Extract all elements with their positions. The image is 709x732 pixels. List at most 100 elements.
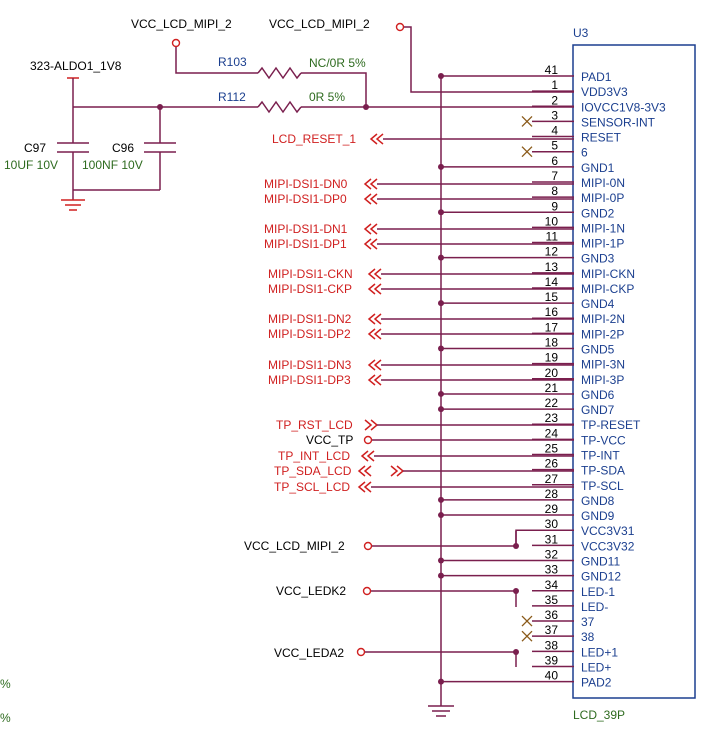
- net-label-dp3: MIPI-DSI1-DP3: [268, 373, 351, 387]
- pin-number: 32: [545, 547, 559, 561]
- pin-number: 9: [551, 199, 558, 213]
- junction-dot: [513, 543, 519, 549]
- c97-capacitor: [57, 142, 89, 190]
- pin-name: TP-RESET: [581, 418, 641, 432]
- net-label-dn3: MIPI-DSI1-DN3: [268, 358, 352, 372]
- pin-number: 1: [551, 78, 558, 92]
- pin-number: 14: [545, 275, 559, 289]
- gnd-symbol-caps: [61, 199, 85, 211]
- chevron-left-icon: [367, 374, 382, 386]
- power-port-circle: [171, 38, 181, 48]
- chevron-left-icon: [367, 359, 382, 371]
- r103-right-wire: [301, 72, 367, 107]
- net-label-dn1: MIPI-DSI1-DN1: [264, 222, 348, 236]
- vcc3v3-tie-wire: [515, 529, 532, 546]
- chevron-right-icon: [364, 419, 379, 431]
- r103-refdes: R103: [218, 55, 247, 69]
- net-label-ckn: MIPI-DSI1-CKN: [268, 267, 353, 281]
- r112-refdes: R112: [218, 90, 246, 104]
- edge-mark: %: [0, 677, 11, 691]
- chevron-left-icon: [369, 133, 384, 145]
- pin-number: 18: [545, 336, 559, 350]
- pin-number: 6: [551, 154, 558, 168]
- pin-name: MIPI-3P: [581, 373, 624, 387]
- pin-number: 30: [545, 517, 559, 531]
- pin-number: 16: [545, 305, 559, 319]
- pin-name: GND12: [581, 570, 621, 584]
- pin-number: 20: [545, 366, 559, 380]
- junction-dot: [513, 649, 519, 655]
- pin-name: TP-INT: [581, 449, 620, 463]
- c96-capacitor: [144, 107, 176, 190]
- pin-name: PAD2: [581, 676, 612, 690]
- pin-name: PAD1: [581, 70, 612, 84]
- pin-name: IOVCC1V8-3V3: [581, 100, 666, 114]
- pin-name: GND8: [581, 494, 615, 508]
- power-port-circle: [356, 647, 366, 657]
- pin-name: 37: [581, 615, 595, 629]
- pin-number: 26: [545, 457, 559, 471]
- pin-name: GND4: [581, 297, 615, 311]
- u3-refdes: U3: [573, 26, 589, 40]
- pin-name: GND5: [581, 343, 615, 357]
- pin-name: GND2: [581, 206, 615, 220]
- vdd3v3-feed-wire: [404, 26, 574, 93]
- pin-name: GND1: [581, 161, 615, 175]
- chevron-left-icon: [363, 238, 378, 250]
- r103-value: NC/0R 5%: [309, 56, 366, 70]
- r103-resistor: [257, 66, 302, 80]
- pin-number: 36: [545, 608, 559, 622]
- pin-number: 39: [545, 653, 559, 667]
- net-label-ckp: MIPI-DSI1-CKP: [268, 282, 352, 296]
- c97-value: 10UF 10V: [4, 158, 58, 172]
- power-port-circle: [395, 22, 405, 32]
- signal-wires: [356, 133, 574, 667]
- net-label-vcc-lcd-mipi-2-pin31: VCC_LCD_MIPI_2: [244, 539, 345, 553]
- no-connect-icon: [521, 615, 533, 627]
- chevron-left-icon: [367, 283, 382, 295]
- pin-number: 8: [551, 184, 558, 198]
- pin-number: 11: [546, 230, 559, 244]
- pin-number: 5: [551, 139, 558, 153]
- net-label-vcc-lcd-mipi-2-r103: VCC_LCD_MIPI_2: [131, 17, 232, 31]
- pin-number: 35: [545, 593, 559, 607]
- net-label-aldo1-1v8: 323-ALDO1_1V8: [30, 59, 122, 73]
- power-port-circle: [363, 541, 373, 551]
- pin-name: LED-: [581, 600, 608, 614]
- r103-left-wire: [175, 47, 258, 74]
- pin-number: 41: [545, 63, 559, 77]
- pin-number: 23: [545, 411, 559, 425]
- chevron-left-icon: [367, 313, 382, 325]
- net-label-vcc-tp: VCC_TP: [306, 433, 353, 447]
- net-label-vcc-ledk2: VCC_LEDK2: [276, 584, 346, 598]
- pin-name: VCC3V31: [581, 524, 635, 538]
- net-label-dp2: MIPI-DSI1-DP2: [268, 327, 351, 341]
- chevron-left-icon: [363, 193, 378, 205]
- junction-dot: [513, 588, 519, 594]
- pin-name: MIPI-0P: [581, 191, 624, 205]
- chevron-left-icon: [357, 465, 372, 477]
- net-label-dn2: MIPI-DSI1-DN2: [268, 312, 352, 326]
- chevron-left-icon: [363, 178, 378, 190]
- c96-value: 100NF 10V: [82, 158, 143, 172]
- pin-name: LED+: [581, 660, 611, 674]
- pin-name: GND7: [581, 403, 615, 417]
- pin-number: 31: [545, 532, 559, 546]
- junction-dot: [363, 104, 369, 110]
- pin-name: TP-VCC: [581, 433, 626, 447]
- pin-name: LED+1: [581, 645, 618, 659]
- pin-name: GND11: [581, 554, 620, 568]
- pin-name: MIPI-CKN: [581, 267, 635, 281]
- net-label-lcd-reset: LCD_RESET_1: [272, 132, 356, 146]
- pin-name: LED-1: [581, 585, 615, 599]
- r112-value: 0R 5%: [309, 90, 345, 104]
- pin-number: 34: [545, 578, 559, 592]
- net-label-vcc-leda2: VCC_LEDA2: [274, 646, 344, 660]
- chevron-left-icon: [363, 223, 378, 235]
- pin-name: SENSOR-INT: [581, 115, 656, 129]
- pin-name: TP-SDA: [581, 464, 625, 478]
- pin-name: MIPI-2N: [581, 312, 625, 326]
- no-connect-icon: [521, 115, 533, 127]
- pin-name: GND3: [581, 252, 615, 266]
